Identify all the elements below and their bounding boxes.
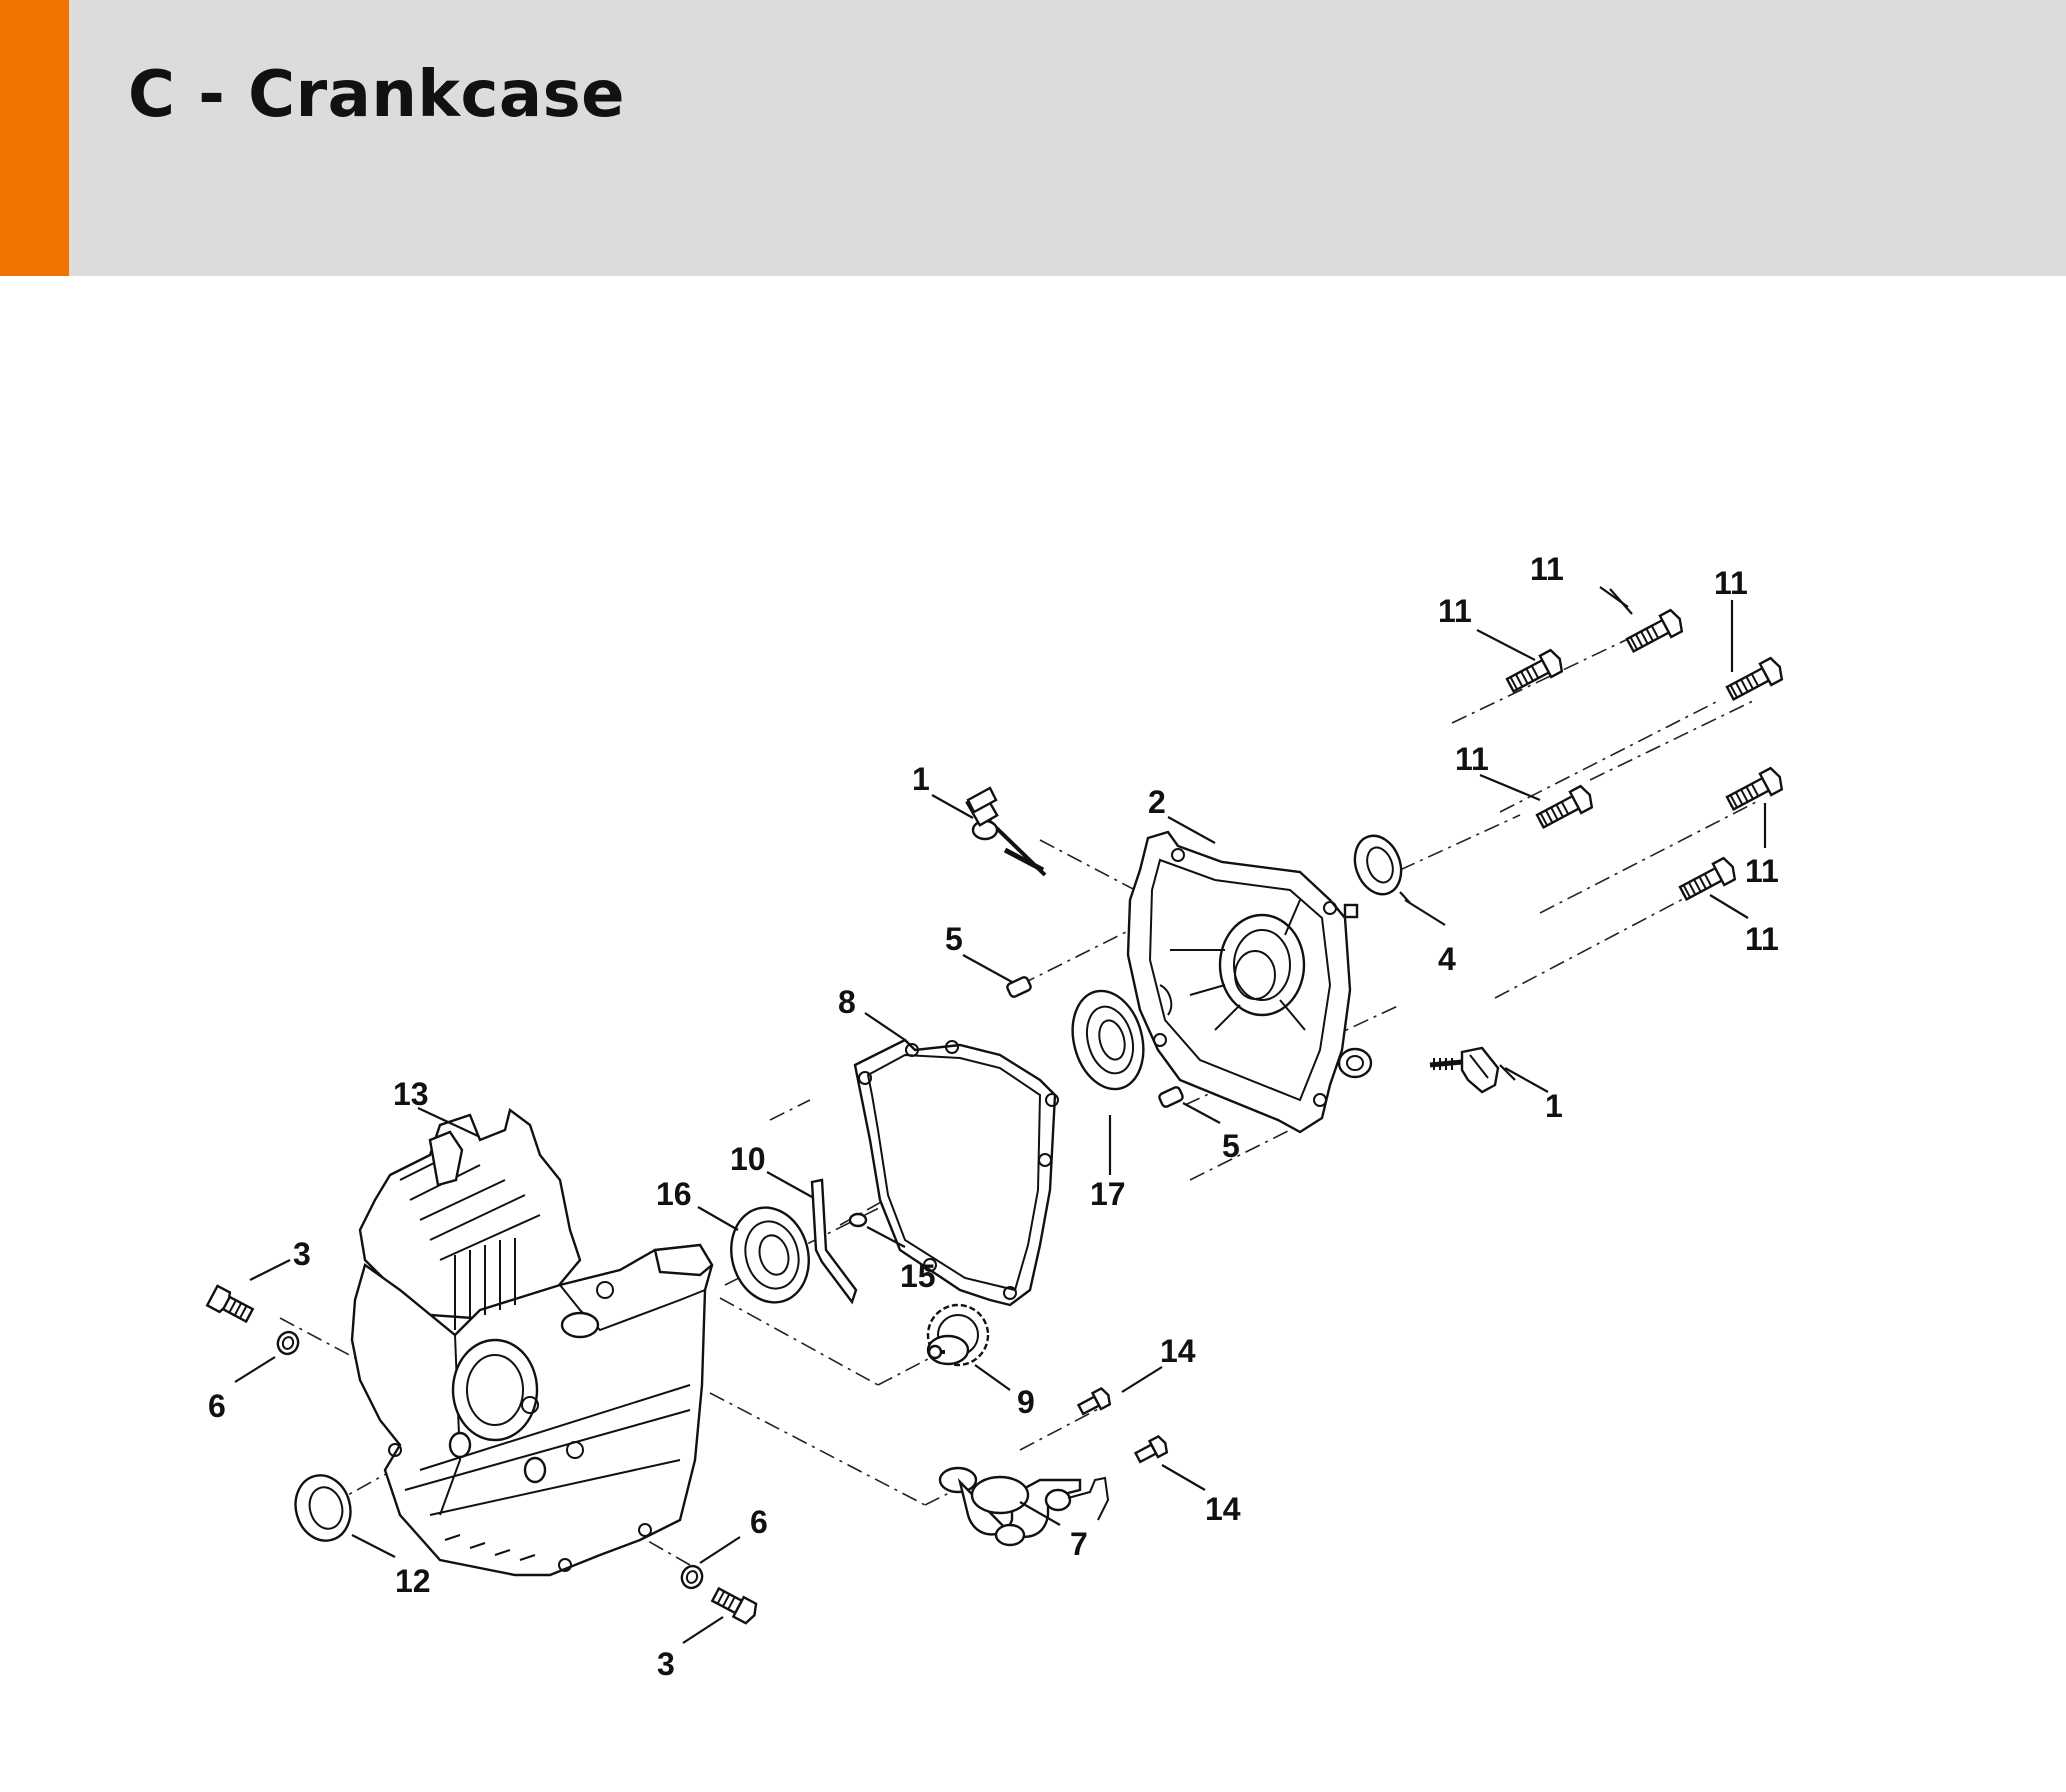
bolt-11-d [1535, 784, 1594, 829]
callout-11: 11 [1438, 593, 1472, 629]
callout-11: 11 [1714, 565, 1748, 601]
bearing-17 [1071, 989, 1145, 1091]
oil-filler-plug-1 [1429, 1046, 1500, 1094]
callout-16: 16 [656, 1176, 692, 1212]
governor-gear-9 [926, 1303, 990, 1367]
callout-6: 6 [750, 1504, 768, 1540]
callout-8: 8 [838, 984, 856, 1020]
callout-3: 3 [657, 1646, 675, 1682]
callout-11: 11 [1745, 853, 1779, 889]
callout-1: 1 [912, 761, 930, 797]
callout-6: 6 [208, 1388, 226, 1424]
bolt-11-f [1678, 856, 1737, 901]
bolt-11-b [1625, 608, 1684, 653]
washer-6-a [276, 1330, 300, 1356]
washer-6-b [680, 1564, 704, 1590]
callout-5: 5 [1222, 1128, 1240, 1164]
callout-2: 2 [1148, 784, 1166, 820]
callout-13: 13 [393, 1076, 429, 1112]
bolt-11-a [1505, 648, 1564, 693]
callout-12: 12 [395, 1563, 431, 1599]
oil-level-sensor-7 [938, 1466, 1110, 1547]
bearing-16 [730, 1206, 810, 1304]
bolt-11-c [1725, 656, 1784, 701]
callout-1: 1 [1545, 1088, 1563, 1124]
dowel-pin-5-b [1158, 1086, 1184, 1108]
oil-seal-4 [1353, 834, 1403, 896]
header-accent-stripe [0, 0, 69, 276]
callout-10: 10 [730, 1141, 766, 1177]
drain-plug-3-b [710, 1586, 758, 1625]
governor-arm-10 [810, 1178, 858, 1305]
callout-9: 9 [1017, 1384, 1035, 1420]
callout-11: 11 [1745, 921, 1779, 957]
page-title: C - Crankcase [128, 58, 626, 132]
bolt-14-a [1076, 1386, 1112, 1416]
callout-5: 5 [945, 921, 963, 957]
header-bar [0, 0, 2066, 276]
callout-14: 14 [1160, 1333, 1196, 1369]
callout-11: 11 [1530, 551, 1564, 587]
callout-17: 17 [1090, 1176, 1126, 1212]
callout-7: 7 [1070, 1526, 1088, 1562]
callout-3: 3 [293, 1236, 311, 1272]
callout-14: 14 [1205, 1491, 1241, 1527]
callout-labels: 11 11 11 11 11 11 1 2 4 5 8 1 13 17 5 10… [208, 551, 1779, 1682]
callout-11: 11 [1455, 741, 1489, 777]
oil-seal-12 [294, 1474, 352, 1542]
drain-plug-3-a [205, 1284, 255, 1324]
gasket-8 [853, 1038, 1059, 1307]
leader-lines [234, 586, 1767, 1644]
callout-15: 15 [900, 1258, 936, 1294]
bolt-11-e [1725, 766, 1784, 811]
dowel-pin-5-a [1006, 976, 1032, 998]
callout-4: 4 [1438, 941, 1456, 977]
crankcase-13 [350, 1107, 714, 1577]
bolt-14-b [1133, 1434, 1169, 1464]
o-ring-15 [848, 1212, 868, 1228]
crankcase-cover-2 [1126, 830, 1373, 1134]
oil-dipstick-1 [965, 786, 1047, 877]
